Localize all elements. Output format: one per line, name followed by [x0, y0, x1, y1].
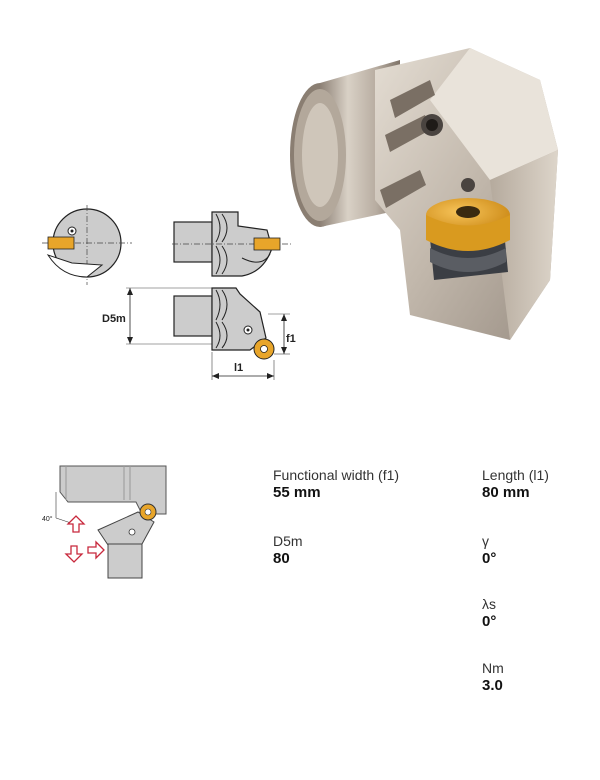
spec-label: D5m — [273, 533, 303, 549]
spec-value: 0° — [482, 613, 497, 630]
spec-lambda-s: λs 0° — [482, 595, 496, 631]
spec-functional-width: Functional width (f1) 55 mm — [273, 466, 399, 502]
spec-value: 55 mm — [273, 484, 321, 501]
l1-dimension-label: l1 — [234, 362, 243, 374]
product-photo — [290, 48, 558, 340]
spec-value: 0° — [482, 550, 497, 567]
angle-label: 40° — [42, 515, 53, 523]
spec-label: Length (l1) — [482, 467, 549, 483]
spec-value: 80 mm — [482, 484, 530, 501]
spec-d5m: D5m 80 — [273, 532, 303, 568]
side-view-drawing — [172, 211, 292, 277]
spec-value: 80 — [273, 550, 290, 567]
spec-length: Length (l1) 80 mm — [482, 466, 549, 502]
spec-label: γ — [482, 533, 489, 549]
spec-torque: Nm 3.0 — [482, 659, 504, 695]
spec-gamma: γ 0° — [482, 532, 496, 568]
spec-label: λs — [482, 596, 496, 612]
spec-label: Nm — [482, 660, 504, 676]
spec-value: 3.0 — [482, 677, 503, 694]
feed-direction-diagram: 40° — [42, 465, 167, 579]
d5m-dimension-label: D5m — [102, 313, 126, 325]
f1-dimension-label: f1 — [286, 333, 296, 345]
spec-label: Functional width (f1) — [273, 467, 400, 483]
end-view-drawing — [42, 205, 132, 285]
top-view-drawing: D5m f1 l1 — [102, 287, 296, 380]
